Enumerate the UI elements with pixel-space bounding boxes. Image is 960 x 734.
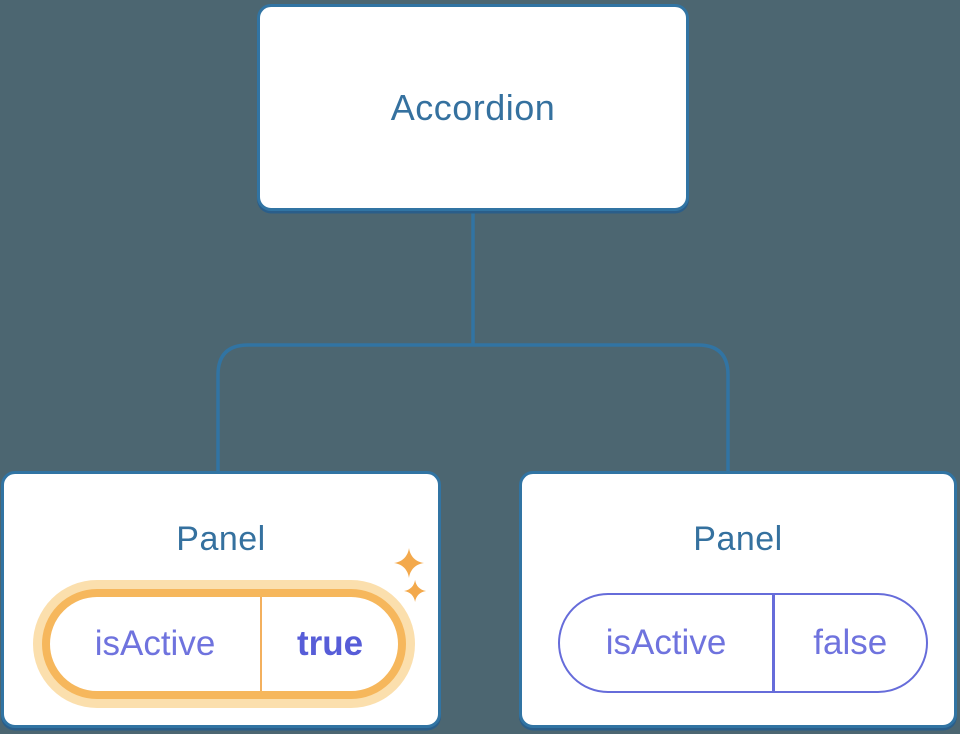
sparkle-small-icon [404, 579, 427, 602]
accordion-node: Accordion [257, 4, 689, 211]
sparkle-icon [394, 548, 427, 602]
state-value-label: true [296, 624, 364, 663]
sparkle-large-icon [394, 548, 424, 578]
state-value-label: false [813, 623, 888, 662]
accordion-node-label: Accordion [390, 86, 556, 128]
pill-divider [260, 597, 262, 691]
panel-node-title: Panel [176, 520, 266, 558]
panel-node-title: Panel [693, 520, 783, 558]
state-key-label: isActive [605, 623, 727, 662]
panel-node-active: Panel isActive true [1, 471, 441, 728]
pill-divider [772, 595, 775, 691]
state-pill-inactive: isActive false [558, 593, 928, 693]
panel-node-inactive: Panel isActive false [519, 471, 957, 728]
state-key-label: isActive [94, 624, 216, 663]
state-pill-active: isActive true [42, 589, 406, 699]
